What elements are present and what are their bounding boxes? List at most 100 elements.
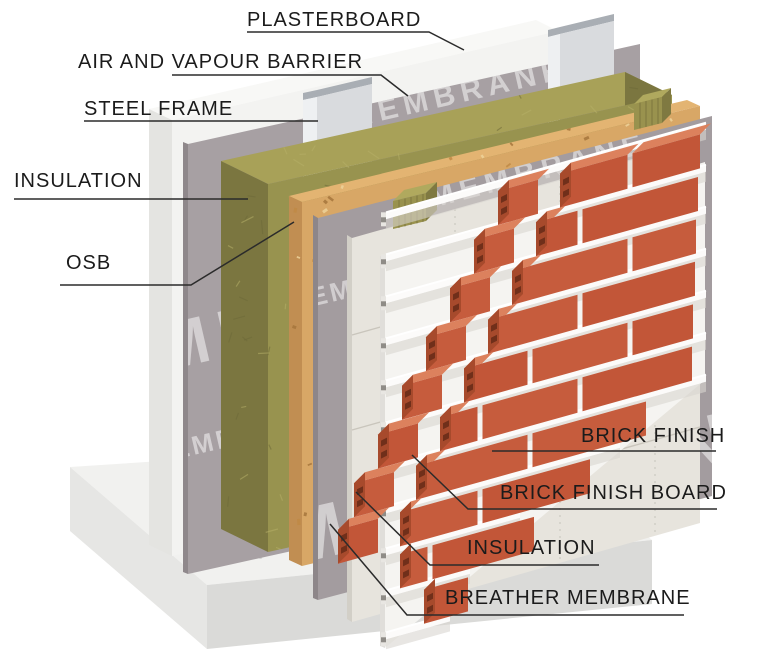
osb-flake (505, 162, 512, 168)
leader-line (411, 454, 717, 510)
brick-end-face (536, 211, 547, 257)
label-air-vapour-barrier: AIR AND VAPOUR BARRIER (78, 51, 409, 97)
brick-end-notch (405, 400, 411, 410)
brick-end-face (512, 260, 523, 305)
label-osb: OSB (60, 221, 295, 286)
wool-texture-stroke (227, 245, 234, 249)
brick-end-notch (443, 420, 449, 430)
osb-flake (448, 156, 453, 161)
insulation-board-edge (347, 235, 352, 622)
osb-flake (687, 532, 691, 537)
wool-texture-stroke (227, 496, 230, 507)
rail-end-notch (381, 385, 386, 391)
brick (632, 219, 696, 272)
layer-brick-finish (338, 123, 711, 624)
brick-end-notch (563, 188, 569, 198)
brick-end-notch (419, 468, 425, 478)
brick-end-notch (419, 480, 425, 490)
brick-end-notch (443, 432, 449, 442)
brick-end-notch (427, 604, 433, 614)
wool-texture-stroke (233, 315, 246, 320)
leader-line (172, 74, 409, 97)
wool-texture-stroke (293, 158, 305, 167)
brick-end-notch (491, 322, 497, 332)
fixing-block-front (634, 97, 662, 130)
label-text: PLASTERBOARD (247, 9, 421, 31)
brick-end-face (498, 180, 509, 225)
label-text: AIR AND VAPOUR BARRIER (78, 51, 363, 73)
rail-end-notch (381, 595, 386, 601)
brick-end-notch (403, 569, 409, 579)
brick-end-notch (403, 527, 409, 537)
wool-texture-stroke (235, 280, 241, 287)
brick (532, 322, 628, 384)
brick-top-face (338, 507, 389, 530)
leader-line (60, 221, 295, 286)
brick (488, 294, 578, 354)
brick-end-notch (477, 242, 483, 252)
brick-end-notch (563, 176, 569, 186)
vapour-barrier-edge (183, 142, 188, 574)
brick-end-notch (341, 544, 347, 554)
brick-end-notch (381, 449, 387, 459)
label-text: OSB (66, 252, 111, 274)
rail-end-notch (381, 301, 386, 307)
brick-end-notch (515, 286, 521, 295)
brick-end-face (464, 357, 475, 403)
wool-texture-stroke (397, 153, 400, 160)
wool-texture-stroke (496, 126, 503, 132)
rail-end-notch (381, 637, 386, 643)
rail-end-notch (381, 553, 386, 559)
brick (482, 459, 590, 524)
plasterboard-end-face (149, 109, 172, 556)
label-text: INSULATION (467, 537, 596, 559)
wool-texture-stroke (367, 150, 380, 160)
label-brick-finish-board: BRICK FINISH BOARD (411, 454, 727, 510)
brick (512, 238, 628, 305)
leader-line (247, 31, 465, 51)
osb-flake (293, 207, 298, 213)
brick-end-notch (467, 383, 473, 393)
brick-end-face (400, 501, 411, 547)
wool-texture-stroke (629, 86, 639, 90)
osb-flake (668, 531, 671, 537)
brick-end-notch (539, 237, 545, 247)
brick-end-notch (539, 225, 545, 235)
brick-top-face (378, 412, 429, 435)
rail-end-notch (381, 343, 386, 349)
brick-end-notch (501, 194, 507, 203)
brick-top-face (402, 363, 453, 386)
wool-texture-stroke (228, 332, 233, 343)
osb-flake (340, 184, 344, 189)
label-insulation-external: INSULATION (355, 491, 599, 566)
label-brick-finish: BRICK FINISH (492, 425, 724, 452)
brick-top-face (498, 168, 549, 191)
osb-flake (297, 518, 301, 526)
brick-end-notch (429, 340, 435, 350)
fixing-block-side (662, 88, 671, 123)
osb-flake (625, 123, 630, 127)
brick-end-notch (501, 206, 507, 215)
fixing-block-top (634, 88, 671, 104)
leader-line (355, 491, 599, 566)
concrete-base-left-face (70, 467, 207, 649)
brick-end-face (424, 578, 435, 624)
brick-top-face (426, 314, 477, 338)
osb-flake (509, 142, 514, 147)
wool-texture-stroke (284, 303, 287, 310)
brick-end-face (426, 326, 437, 372)
osb-flake (583, 135, 590, 141)
brick-end-notch (427, 592, 433, 602)
osb-flake (480, 154, 485, 159)
fixing-block-top (393, 182, 437, 201)
label-text: BRICK FINISH BOARD (500, 482, 727, 504)
brick-end-notch (403, 557, 409, 567)
brick (582, 346, 692, 412)
wool-texture-stroke (247, 195, 256, 198)
brick-end-face (450, 277, 461, 323)
brick-end-notch (429, 352, 435, 362)
osb-flake (291, 325, 297, 330)
brick-end-notch (405, 388, 411, 398)
rail-end-notch (381, 259, 386, 265)
